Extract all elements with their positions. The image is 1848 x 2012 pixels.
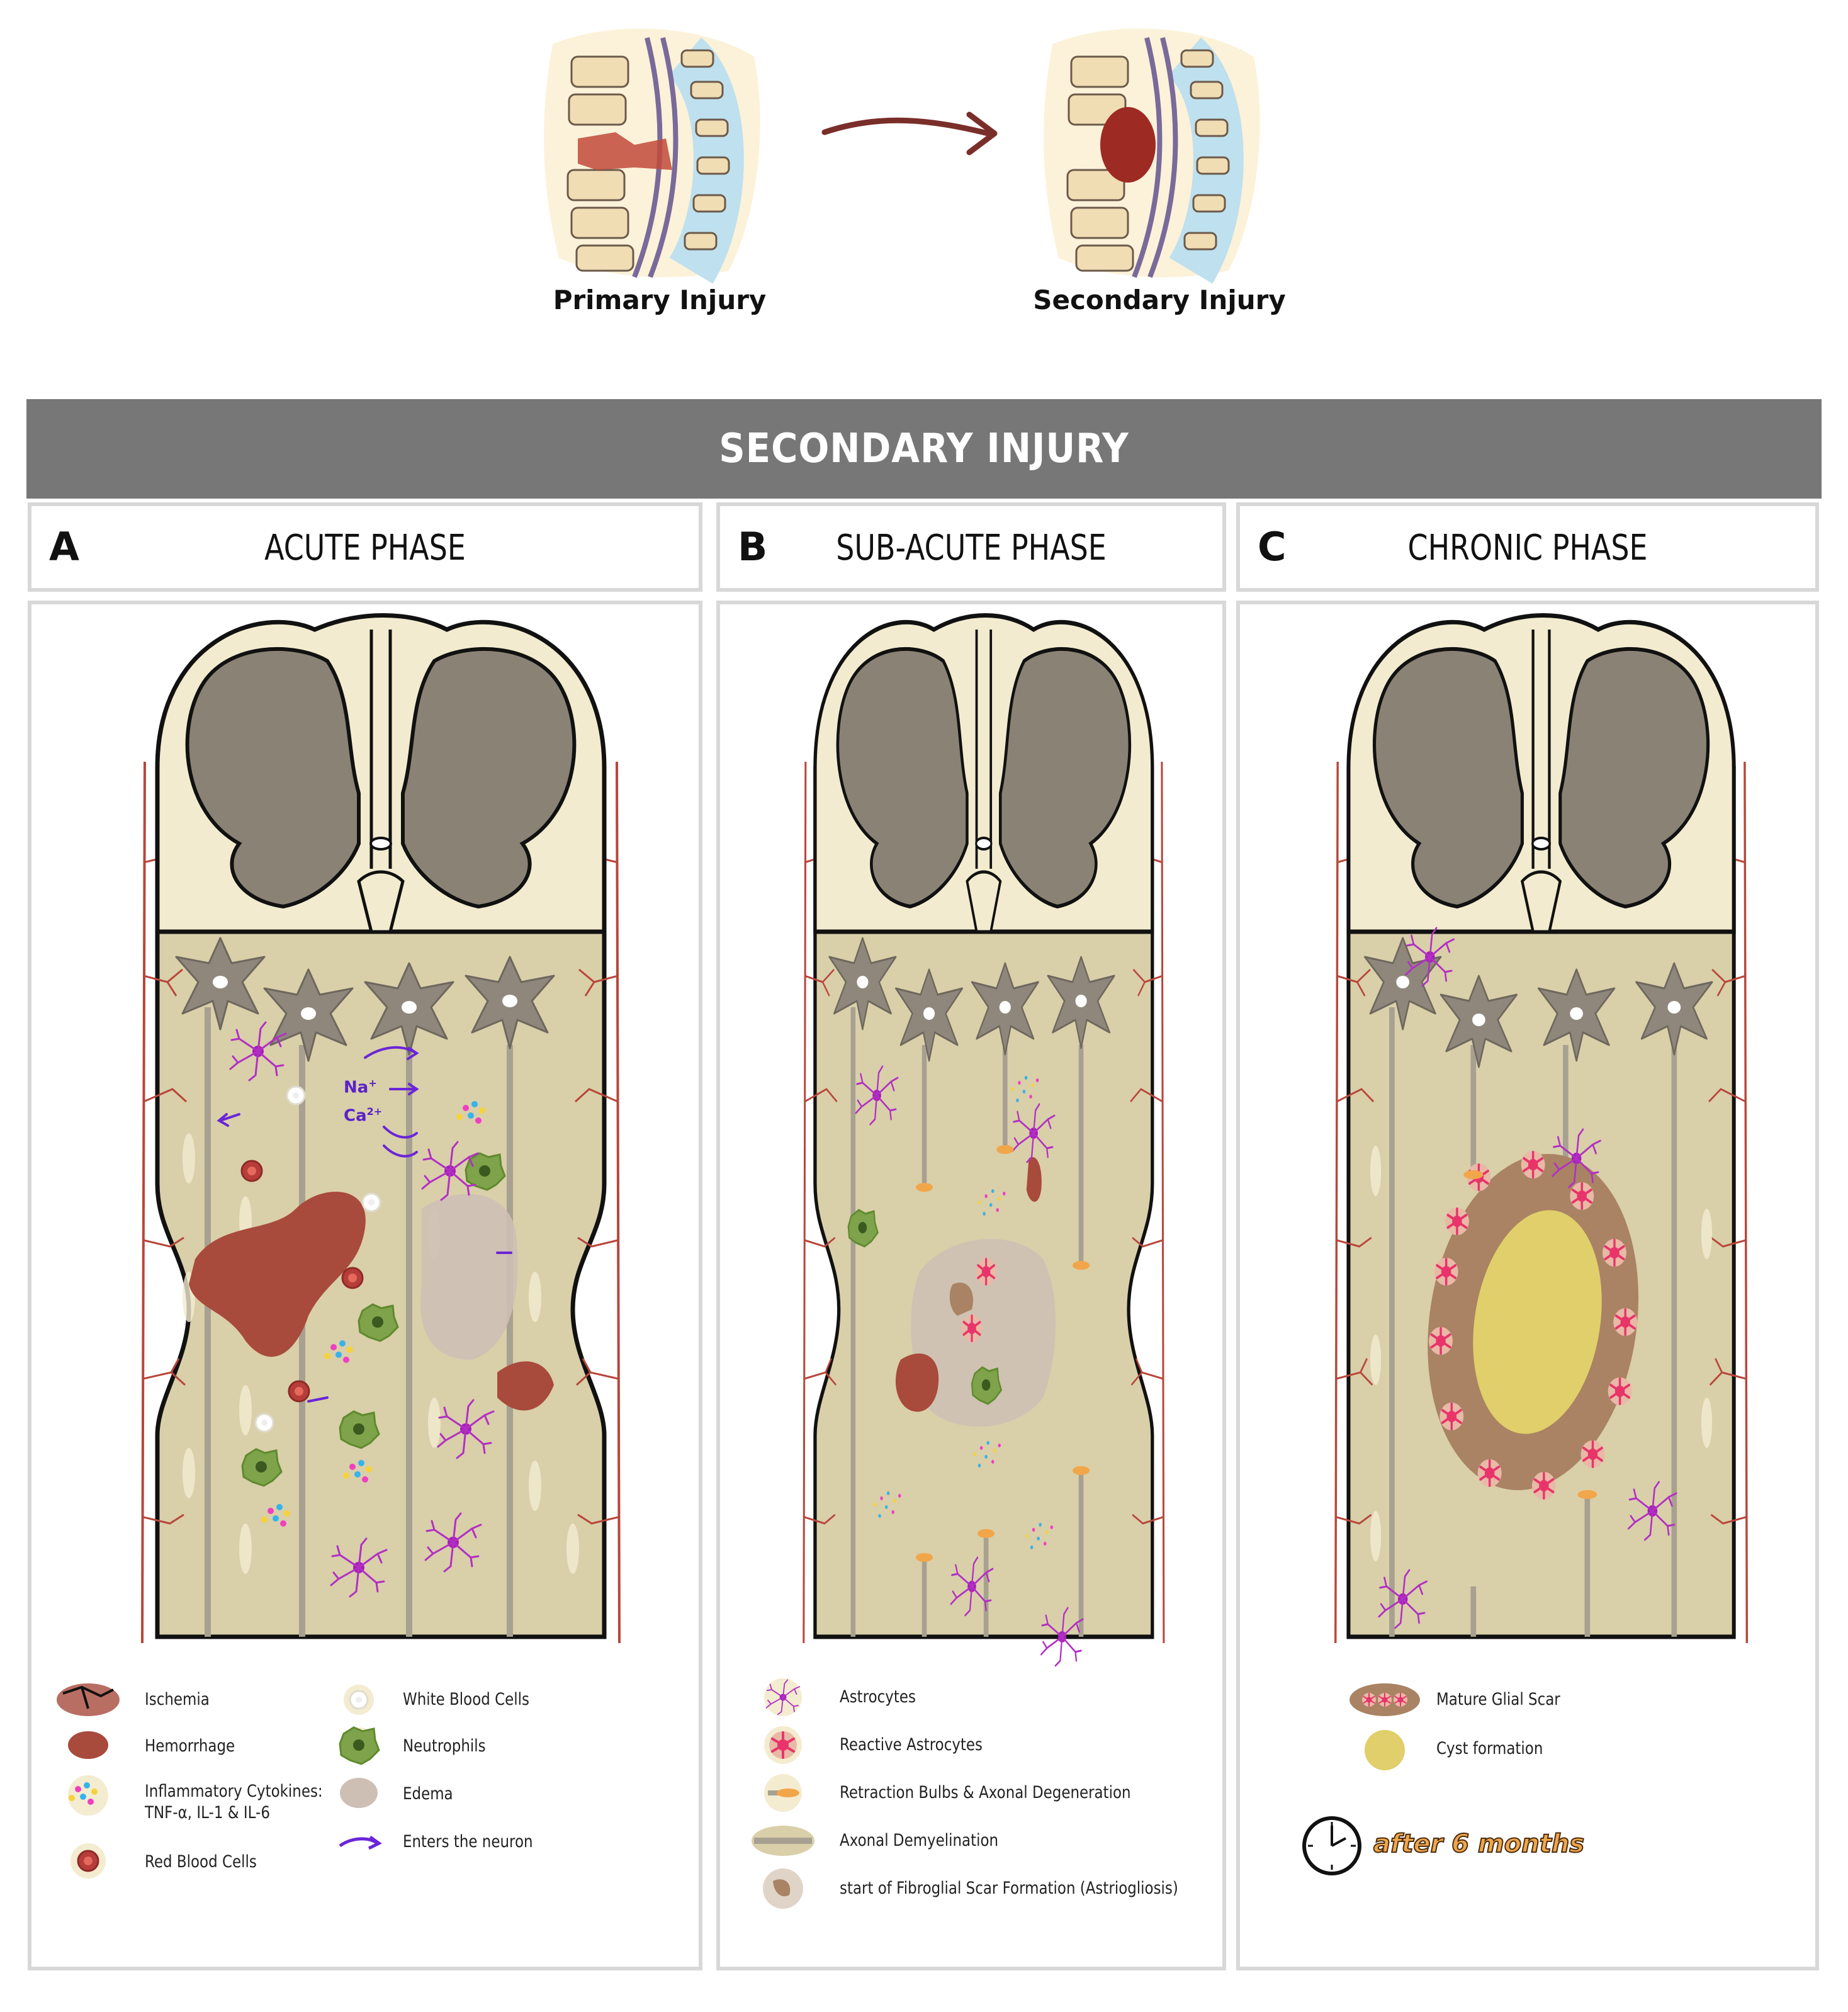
legend-item-label: Axonal Demyelination (840, 1831, 999, 1850)
legend-item-label: start of Fibroglial Scar Formation (Astr… (840, 1879, 1178, 1898)
legend-item-label: Inflammatory Cytokines: (145, 1782, 323, 1801)
primary-injury-label: Primary Injury (553, 285, 767, 315)
legend-item-label: Enters the neuron (403, 1832, 533, 1851)
ion-labels: Na+ Ca2+ (344, 1071, 382, 1128)
secondary-injury-label: Secondary Injury (1033, 285, 1286, 315)
legend-item-label: Mature Glial Scar (1436, 1690, 1560, 1709)
phase-title: SUB-ACUTE PHASE (836, 528, 1107, 568)
primary-injury-illustration (540, 19, 779, 284)
ca-charge: 2+ (366, 1105, 383, 1117)
hemorrhage-icon (68, 1731, 108, 1759)
phase-title: CHRONIC PHASE (1407, 528, 1648, 568)
legend-item-label: Red Blood Cells (145, 1852, 257, 1872)
phase-header-acute: A ACUTE PHASE (28, 502, 702, 592)
cyst-icon (1365, 1730, 1405, 1770)
enters-neuron-arrow-icon (339, 1835, 382, 1850)
astrocyte-icon (764, 1678, 802, 1716)
legend-item-label: White Blood Cells (403, 1690, 529, 1709)
time-badge: after 6 months (1373, 1829, 1585, 1859)
legend-item-label: Ischemia (145, 1690, 210, 1709)
ischemia-icon (57, 1683, 120, 1716)
legend-item-label-2: TNF-α, IL-1 & IL-6 (145, 1803, 270, 1823)
mature-glial-scar-icon (1349, 1683, 1420, 1716)
neutrophil-icon (339, 1726, 380, 1765)
phase-header-chronic: C CHRONIC PHASE (1236, 502, 1819, 592)
na-label: Na (344, 1078, 369, 1097)
legend-item-label: Edema (403, 1784, 453, 1804)
chronic-cord-illustration (1334, 604, 1749, 1644)
acute-cord-illustration (141, 604, 621, 1644)
phase-letter: A (49, 524, 79, 570)
phase-letter: C (1258, 524, 1287, 570)
fibroglial-scar-icon (763, 1868, 803, 1909)
legend-item-label: Reactive Astrocytes (840, 1735, 983, 1755)
panel-subacute: Astrocytes Reactive Astrocytes Retractio… (716, 601, 1226, 1970)
na-charge: + (368, 1077, 377, 1089)
phase-letter: B (738, 524, 768, 570)
panel-chronic: Mature Glial Scar Cyst formation after 6… (1236, 601, 1819, 1970)
legend-subacute: Astrocytes Reactive Astrocytes Retractio… (745, 1668, 1211, 1945)
legend-item-label: Cyst formation (1436, 1739, 1543, 1758)
secondary-injury-banner: SECONDARY INJURY (26, 399, 1822, 499)
ca-label: Ca (344, 1106, 367, 1126)
secondary-injury-illustration (1040, 19, 1279, 284)
phase-title: ACUTE PHASE (264, 528, 466, 568)
demyelination-icon (752, 1826, 814, 1856)
legend-item-label: Hemorrhage (145, 1736, 235, 1756)
clock-icon (1302, 1816, 1361, 1875)
edema-icon (340, 1778, 378, 1808)
phase-header-subacute: B SUB-ACUTE PHASE (716, 502, 1226, 592)
red-blood-cell-icon (70, 1843, 106, 1879)
reactive-astrocyte-icon (764, 1726, 802, 1764)
progression-arrow-icon (818, 107, 1007, 164)
legend-item-label: Astrocytes (840, 1687, 916, 1707)
legend-item-label: Neutrophils (403, 1736, 486, 1756)
cytokines-icon (68, 1775, 108, 1816)
legend-acute: Ischemia Hemorrhage Inflammatory Cytokin… (50, 1681, 686, 1958)
panel-acute: Na+ Ca2+ Ischemia Hemorrhage Inflammator… (28, 601, 702, 1970)
legend-item-label: Retraction Bulbs & Axonal Degeneration (840, 1783, 1131, 1802)
banner-title: SECONDARY INJURY (719, 426, 1129, 472)
legend-chronic: Mature Glial Scar Cyst formation after 6… (1265, 1668, 1794, 1945)
white-blood-cell-icon (344, 1685, 374, 1715)
subacute-cord-illustration (802, 604, 1165, 1667)
retraction-bulb-icon (764, 1774, 802, 1812)
